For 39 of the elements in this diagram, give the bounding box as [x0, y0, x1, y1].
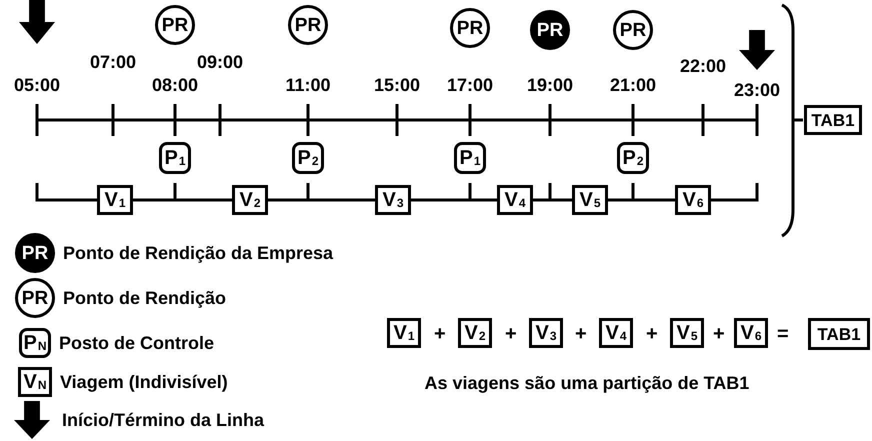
connector-line: [133, 198, 232, 202]
note-text: As viagens são uma partição de TAB1: [424, 374, 750, 392]
plus-sign: +: [713, 324, 725, 344]
time-label: 17:00: [447, 76, 494, 94]
down-arrow-icon: [19, 0, 55, 44]
time-label: 23:00: [734, 81, 780, 99]
connector-line: [608, 198, 675, 202]
time-label: 07:00: [90, 53, 136, 71]
node-caption: Ponto de Rendição da Empresa: [63, 242, 334, 264]
down-arrow-icon: [739, 30, 775, 70]
relief-point-circle: PR: [15, 278, 55, 318]
plus-sign: +: [505, 324, 517, 344]
time-label: 09:00: [197, 53, 244, 71]
timetable-box: TAB1: [804, 105, 862, 135]
company-relief-point-circle: PR: [530, 10, 570, 50]
relief-point-circle: PR: [155, 5, 195, 45]
node-caption: Ponto de Rendição: [63, 288, 226, 308]
time-label: 15:00: [374, 76, 420, 94]
connector-line: [411, 198, 497, 202]
company-relief-point-circle: PR: [15, 233, 55, 273]
relief-point-circle: PR: [450, 8, 490, 48]
plus-sign: +: [434, 324, 446, 344]
timetable-box: TAB1: [808, 318, 870, 350]
time-label: 05:00: [14, 76, 60, 94]
relief-point-circle: PR: [288, 5, 328, 45]
time-label: 11:00: [286, 76, 331, 94]
connector-line: [268, 198, 375, 202]
connector-line: [533, 198, 572, 202]
time-label: 22:00: [680, 57, 726, 75]
node-caption: Posto de Controle: [59, 332, 214, 354]
time-label: 19:00: [527, 76, 574, 94]
plus-sign: +: [646, 324, 658, 344]
node-caption: Início/Término da Linha: [62, 410, 264, 430]
node-caption: Viagem (Indivisível): [60, 372, 228, 392]
time-label: 21:00: [610, 76, 656, 94]
equals-sign: =: [777, 324, 789, 344]
relief-point-circle: PR: [613, 10, 653, 50]
plus-sign: +: [575, 324, 587, 344]
time-label: 08:00: [152, 76, 198, 94]
